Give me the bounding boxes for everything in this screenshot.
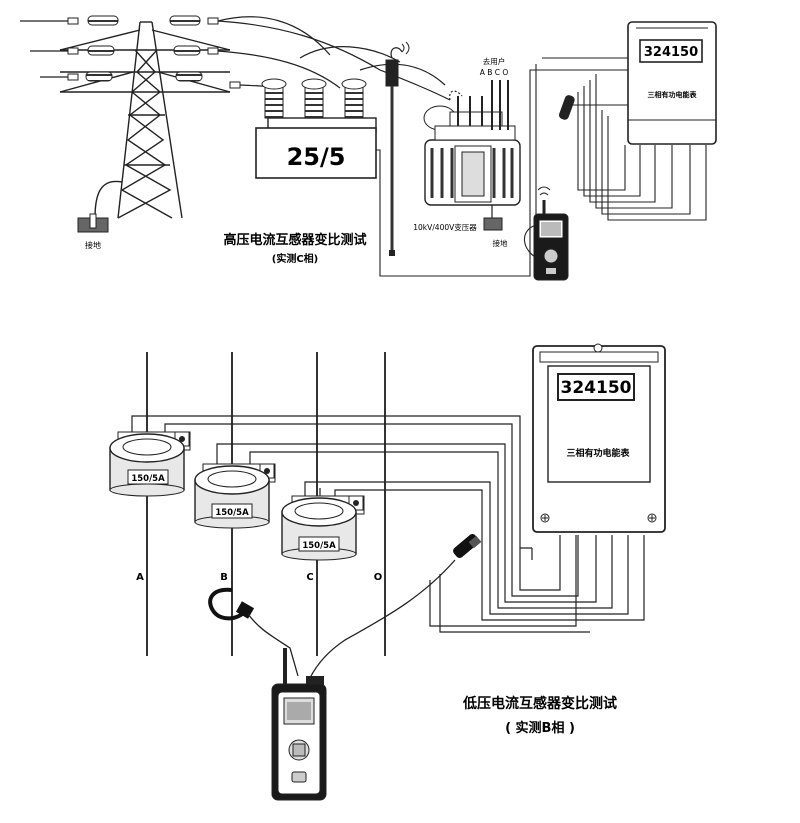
top-diagram: 接地 25/5 — [20, 15, 717, 281]
bushings — [261, 78, 367, 119]
phase-label-a: A — [136, 572, 144, 583]
ct-a-label: 150/5A — [131, 474, 165, 484]
ground-left-label: 接地 — [85, 240, 101, 250]
ground-right-label: 接地 — [493, 238, 508, 248]
top-title: 高压电流互感器变比测试 — [223, 232, 366, 248]
bottom-diagram: 150/5A 150/5A 150/5A A — [109, 343, 666, 801]
transmission-tower — [59, 21, 231, 219]
phase-letters: A B C O — [480, 68, 509, 77]
hv-current-transformer: 25/5 — [255, 78, 377, 179]
top-subtitle: (实测C相) — [272, 252, 318, 265]
ground-left: 接地 — [77, 180, 123, 250]
ct-phase-c: 150/5A — [281, 495, 365, 561]
bottom-meter-reading: 324150 — [561, 378, 632, 398]
phase-labels: A B C O — [136, 572, 382, 583]
tower-insulators — [67, 15, 241, 89]
bottom-meter-clamp — [309, 534, 482, 679]
phase-label-c: C — [306, 572, 313, 583]
bottom-energy-meter: 324150 三相有功电能表 — [532, 343, 666, 533]
flexible-current-clamp — [208, 587, 299, 677]
phase-label-o: O — [374, 572, 383, 583]
top-energy-meter: 324150 三相有功电能表 — [627, 21, 717, 145]
ct-ratio-label: 25/5 — [287, 143, 346, 171]
ct-b-label: 150/5A — [215, 508, 249, 518]
hv-clamp-probe — [385, 41, 410, 256]
user-label: 去用户 — [483, 56, 506, 66]
bottom-title: 低压电流互感器变比测试 — [462, 695, 617, 712]
ct-phase-b: 150/5A — [194, 463, 276, 529]
top-meter-reading: 324150 — [644, 45, 698, 60]
bottom-subtitle: ( 实测B相 ) — [505, 720, 575, 736]
bottom-handheld-tester — [271, 648, 327, 801]
top-handheld-tester — [533, 186, 569, 281]
ct-c-label: 150/5A — [302, 541, 336, 551]
overhead-lines — [20, 16, 451, 101]
power-transformer: 10kV/400V变压器 接地 去用户 A B C O — [413, 56, 521, 248]
bottom-meter-name: 三相有功电能表 — [566, 447, 630, 459]
transformer-label: 10kV/400V变压器 — [413, 222, 477, 232]
top-meter-name: 三相有功电能表 — [648, 90, 698, 99]
top-meter-clamp — [558, 95, 575, 120]
ct-phase-a: 150/5A — [109, 431, 191, 497]
phase-label-b: B — [220, 572, 228, 583]
